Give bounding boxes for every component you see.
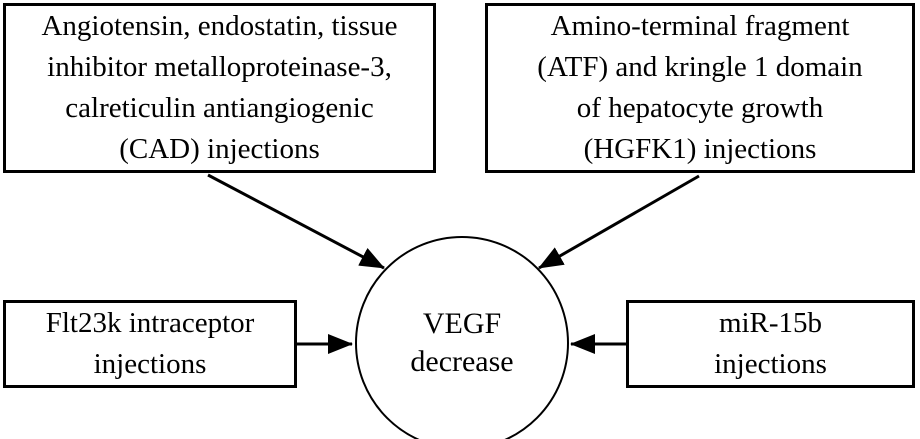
arrow-cad-injections-to-vegf <box>207 173 385 270</box>
node-text-line: (ATF) and kringle 1 domain <box>537 51 863 83</box>
node-text-line: decrease <box>410 345 514 378</box>
node-text-line: inhibitor metalloproteinase-3, <box>47 51 392 83</box>
arrow-atf-hgfk1-to-vegf <box>538 174 700 270</box>
node-text-line: (HGFK1) injections <box>583 133 817 165</box>
node-text-line: Angiotensin, endostatin, tissue <box>41 10 398 42</box>
node-mir15b-box: miR-15b injections <box>626 300 915 388</box>
node-angiogenic-inhibitors-box: Angiotensin, endostatin, tissue inhibito… <box>3 3 436 173</box>
node-text-line: VEGF <box>422 307 502 340</box>
node-atf-hgfk1-box: Amino-terminal fragment (ATF) and kringl… <box>485 3 915 173</box>
node-text-line: of hepatocyte growth <box>576 92 824 124</box>
node-text-line: (CAD) injections <box>119 133 320 165</box>
node-text-line: injections <box>93 348 207 380</box>
node-flt23k-box: Flt23k intraceptor injections <box>3 300 297 388</box>
node-text-line: injections <box>714 348 827 380</box>
node-text-line: miR-15b <box>718 307 823 339</box>
node-text-line: calreticulin antiangiogenic <box>65 92 374 124</box>
node-text-line: Amino-terminal fragment <box>550 10 850 42</box>
node-vegf-decrease-circle: VEGF decrease <box>355 236 569 439</box>
node-text-line: Flt23k intraceptor <box>45 307 255 339</box>
